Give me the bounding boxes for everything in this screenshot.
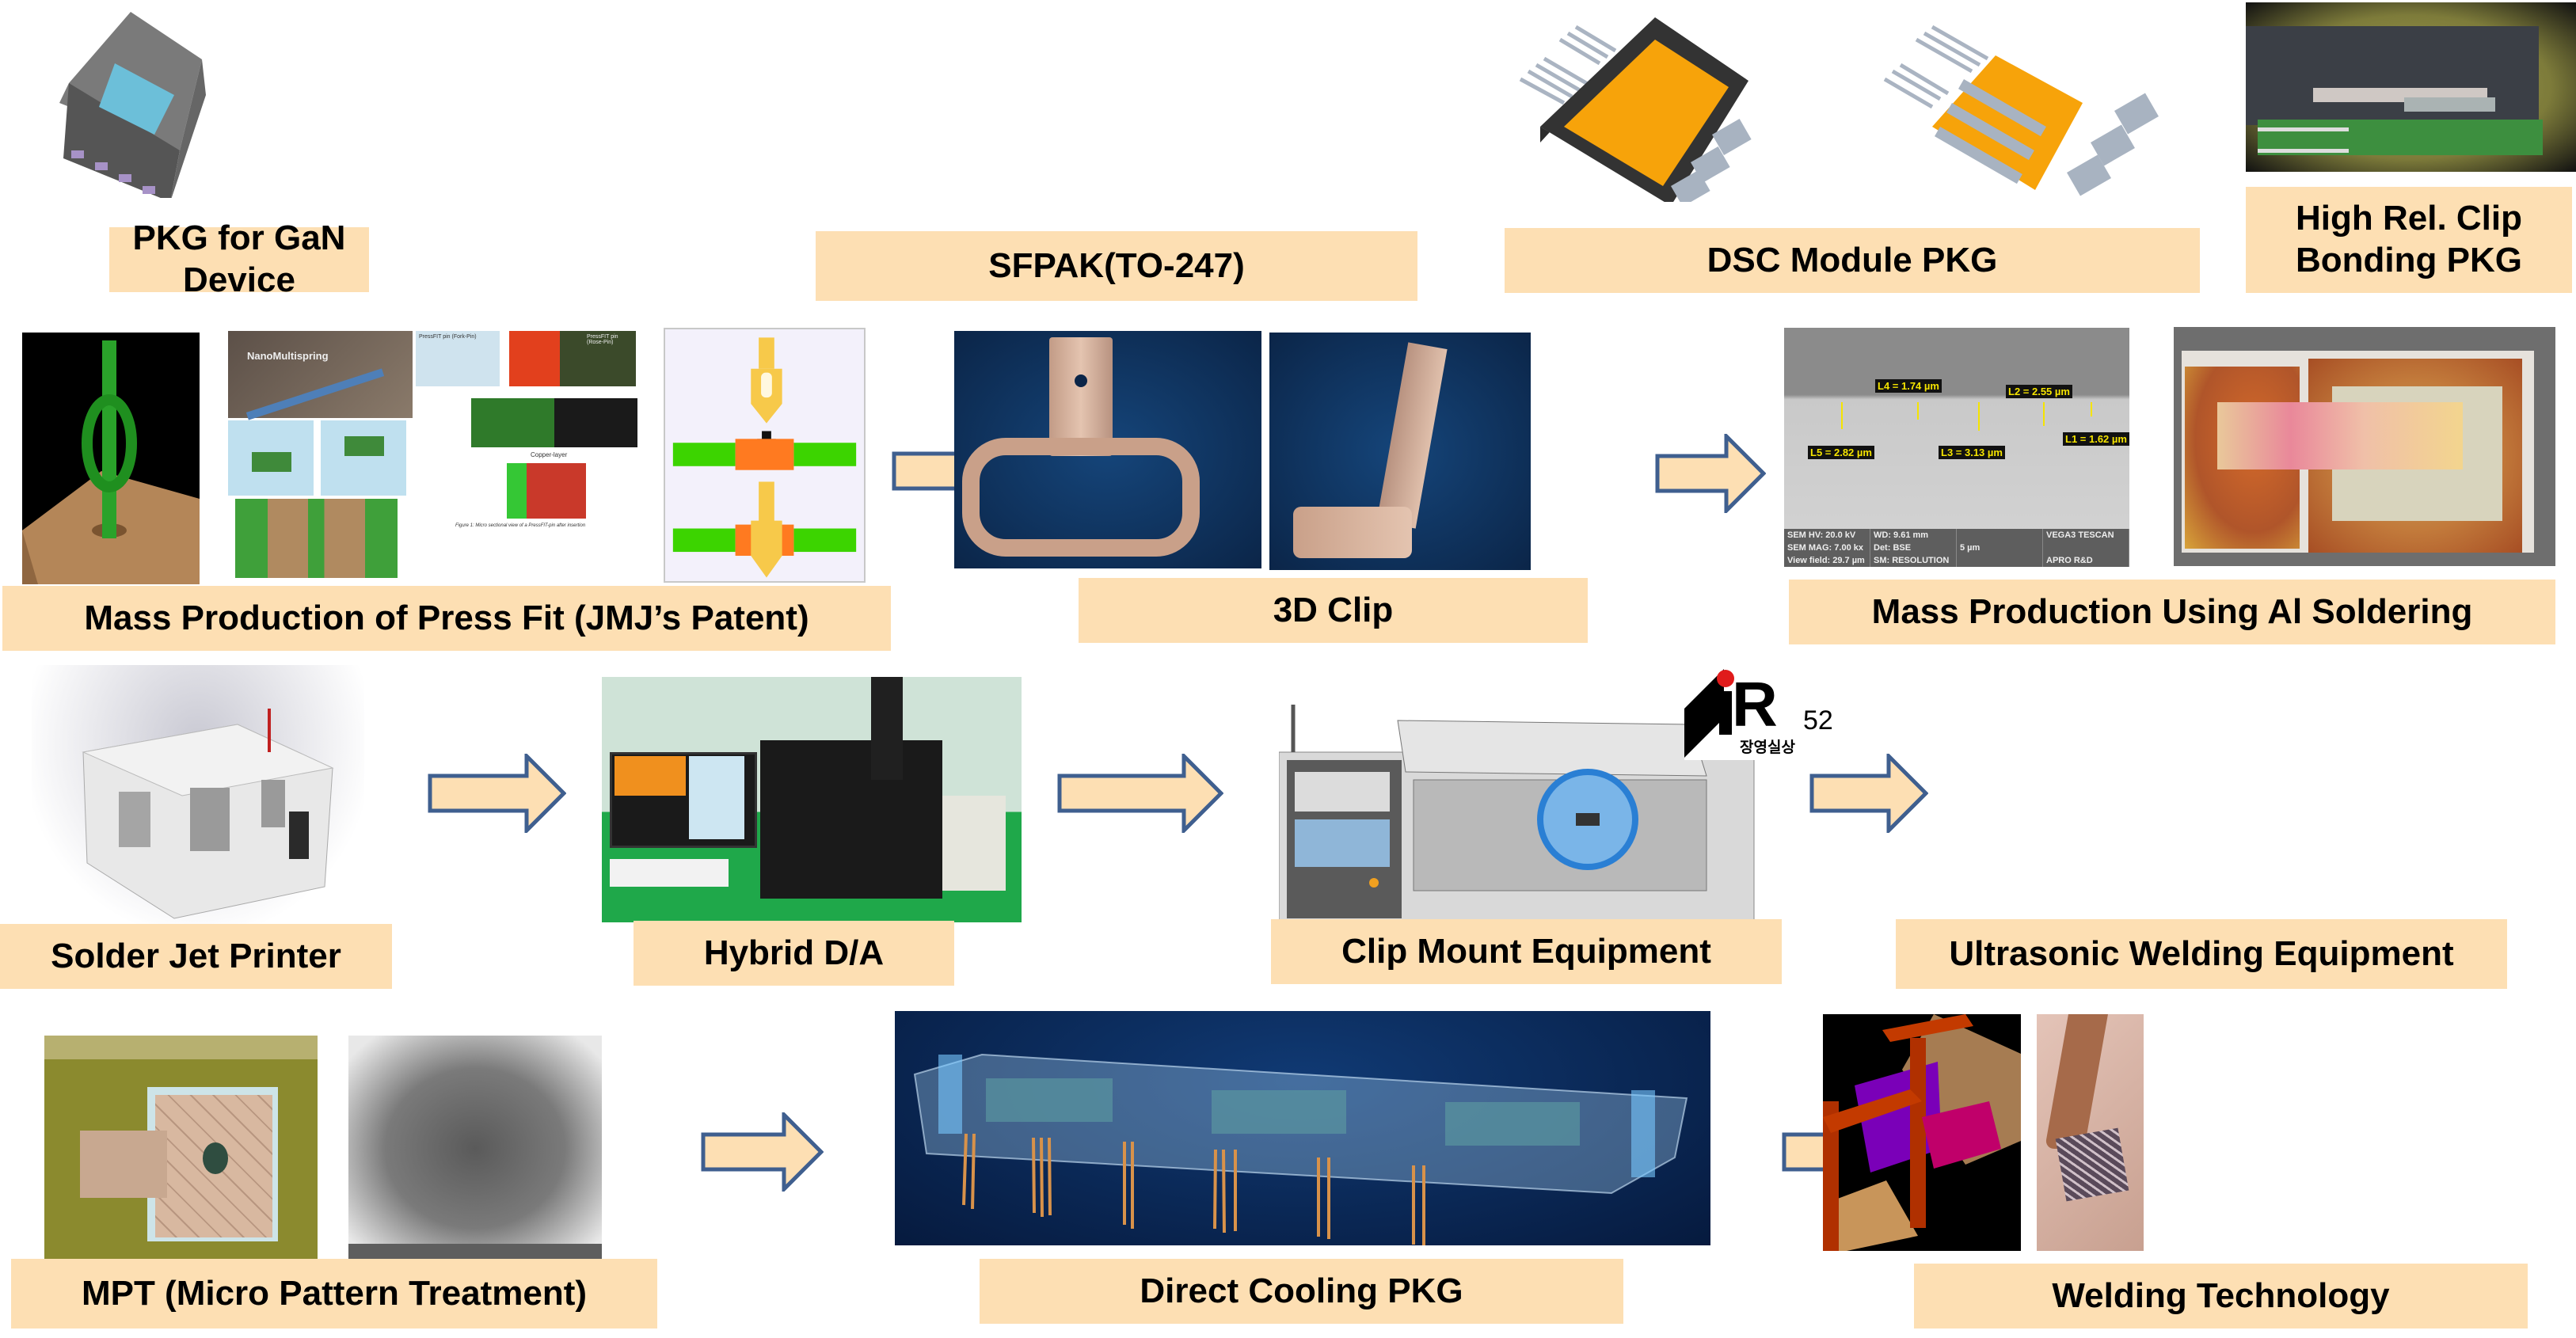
label-text: DSC Module PKG	[1707, 240, 1998, 279]
measurement-L5: L5 = 2.82 µm	[1808, 446, 1874, 459]
3d-clip-side-image	[1269, 333, 1531, 570]
press-fit-diagram	[664, 328, 866, 583]
ir52-award-badge: R 52 장영실상	[1684, 669, 1843, 760]
measure-bar	[2091, 402, 2092, 416]
welding-photo	[2037, 1014, 2144, 1251]
label-clip-mount: Clip Mount Equipment	[1271, 919, 1782, 984]
sem-info	[2043, 542, 2129, 554]
mpt-clip-photo	[44, 1036, 318, 1261]
measure-bar	[2043, 402, 2045, 426]
label-text: SFPAK(TO-247)	[988, 245, 1245, 285]
label-text: Ultrasonic Welding Equipment	[1949, 933, 2454, 973]
sem-info	[1957, 554, 2043, 567]
measurement-L1: L1 = 1.62 µm	[2063, 432, 2129, 446]
measure-bar	[1841, 402, 1843, 429]
label-press-fit: Mass Production of Press Fit (JMJ’s Pate…	[2, 586, 891, 651]
sem-info: Det: BSE	[1870, 542, 1957, 554]
dsc-module-closed-image	[1505, 8, 1837, 202]
label-direct-cooling: Direct Cooling PKG	[980, 1259, 1623, 1324]
flow-arrow-4	[1057, 754, 1223, 833]
label-text: Direct Cooling PKG	[1140, 1271, 1463, 1310]
label-text: Welding Technology	[2052, 1275, 2390, 1315]
al-soldering-photo	[2174, 327, 2555, 566]
clip-mount-equipment-image	[1279, 705, 1778, 922]
label-welding: Welding Technology	[1914, 1264, 2528, 1328]
label-text: Hybrid D/A	[703, 933, 885, 972]
high-rel-clip-photo	[2246, 2, 2576, 172]
sem-info: APRO R&D	[2043, 554, 2129, 567]
hybrid-da-photo	[602, 677, 1022, 922]
collage-nano-text: NanoMultispring	[247, 350, 329, 362]
measure-bar	[1978, 402, 1980, 431]
collage-rose-text: PressFIT pin (Rose-Pin)	[587, 334, 618, 345]
label-text: Solder Jet Printer	[51, 936, 341, 975]
label-mpt: MPT (Micro Pattern Treatment)	[11, 1259, 657, 1328]
label-text: Mass Production Using Al Soldering	[1871, 591, 2473, 631]
direct-cooling-render	[895, 1011, 1710, 1245]
sem-info-bar: SEM HV: 20.0 kV WD: 9.61 mm VEGA3 TESCAN…	[1784, 529, 2129, 567]
collage-figure-caption: Figure 1: Micro sectional view of a Pres…	[455, 523, 586, 528]
label-high-rel-clip: High Rel. Clip Bonding PKG	[2246, 187, 2572, 293]
collage-copper-text: Copper-layer	[531, 451, 568, 458]
mpt-sem-image	[348, 1036, 602, 1261]
award-brand: R	[1732, 669, 1778, 739]
label-solder-jet: Solder Jet Printer	[0, 924, 392, 989]
label-3d-clip: 3D Clip	[1079, 578, 1588, 643]
welding-cad-image	[1823, 1014, 2021, 1251]
flow-arrow-6	[701, 1112, 824, 1192]
sem-measurement-image: L4 = 1.74 µm L2 = 2.55 µm L1 = 1.62 µm L…	[1784, 328, 2129, 567]
label-text: Clip Mount Equipment	[1341, 931, 1711, 971]
measurement-L4: L4 = 1.74 µm	[1875, 379, 1942, 393]
sem-info: WD: 9.61 mm	[1870, 529, 1957, 542]
award-number: 52	[1803, 705, 1833, 736]
label-text: PKG for GaN Device	[132, 219, 346, 299]
label-hybrid-da: Hybrid D/A	[634, 921, 954, 986]
sem-info: VEGA3 TESCAN	[2043, 529, 2129, 542]
sem-info: SM: RESOLUTION	[1870, 554, 1957, 567]
label-text-line1: High Rel. Clip	[2296, 199, 2522, 238]
label-dsc-module: DSC Module PKG	[1505, 228, 2200, 293]
sem-info	[1957, 529, 2043, 542]
label-text: 3D Clip	[1273, 590, 1394, 629]
solder-jet-printer-image	[32, 665, 364, 926]
3d-clip-front-image	[954, 331, 1261, 568]
measure-bar	[1917, 402, 1919, 420]
label-gan-pkg: PKG for GaN Device	[109, 219, 369, 299]
label-text: MPT (Micro Pattern Treatment)	[81, 1273, 588, 1313]
sem-info: SEM MAG: 7.00 kx	[1784, 542, 1870, 554]
label-text: Mass Production of Press Fit (JMJ’s Pate…	[84, 598, 809, 637]
label-sfpak: SFPAK(TO-247)	[816, 231, 1417, 301]
flow-arrow-3	[428, 754, 566, 833]
sem-info: View field: 29.7 µm	[1784, 554, 1870, 567]
label-al-soldering: Mass Production Using Al Soldering	[1789, 580, 2555, 644]
gan-package-image	[44, 8, 344, 198]
measurement-L2: L2 = 2.55 µm	[2006, 385, 2072, 398]
measurement-L3: L3 = 3.13 µm	[1939, 446, 2005, 459]
sem-info: SEM HV: 20.0 kV	[1784, 529, 1870, 542]
press-fit-collage: NanoMultispring PressFIT pin (Fork-Pin) …	[226, 329, 653, 590]
press-fit-pin-render	[22, 333, 200, 584]
flow-arrow-2	[1655, 434, 1766, 513]
sem-info: 5 µm	[1957, 542, 2043, 554]
label-ultrasonic: Ultrasonic Welding Equipment	[1896, 919, 2507, 989]
flow-arrow-5	[1809, 754, 1928, 833]
label-text-line2: Bonding PKG	[2296, 241, 2522, 279]
collage-fork-text: PressFIT pin (Fork-Pin)	[419, 334, 477, 340]
award-korean-text: 장영실상	[1740, 739, 1795, 756]
dsc-module-open-image	[1877, 16, 2217, 198]
